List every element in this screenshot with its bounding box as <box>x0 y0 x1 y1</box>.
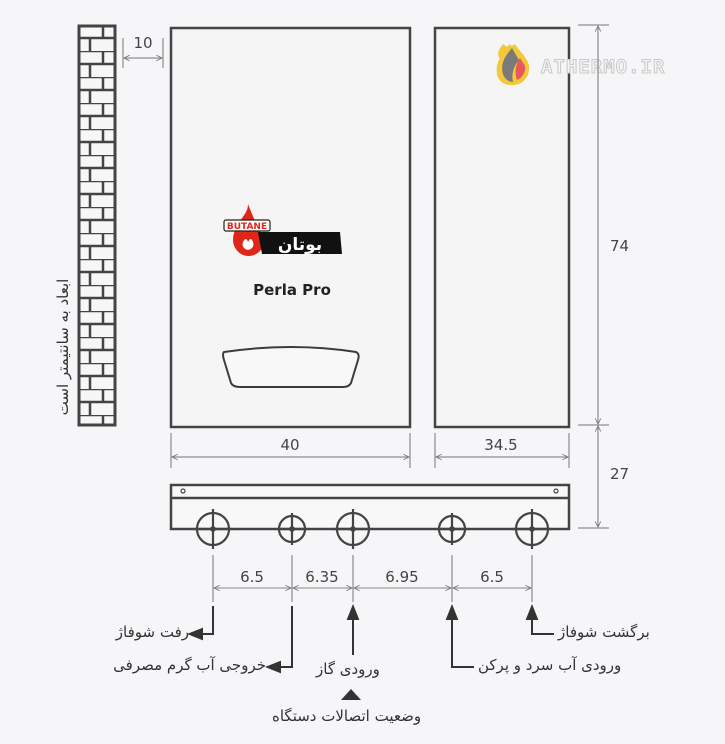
side-depth-value: 34.5 <box>484 436 517 454</box>
control-panel-display <box>222 346 360 388</box>
front-width-dimension: 40 <box>170 433 411 468</box>
mount-hole-icon <box>553 488 559 494</box>
connector-cold-water-icon <box>436 513 468 545</box>
side-depth-dimension: 34.5 <box>434 433 570 468</box>
spacing-value: 6.5 <box>240 568 264 586</box>
leader-hot-water <box>265 606 293 674</box>
brand-logo-persian: بوتان <box>278 235 322 255</box>
spacing-value: 6.35 <box>305 568 338 586</box>
label-hot-water-outlet: خروجی آب گرم مصرفی <box>113 656 266 674</box>
boiler-front-view: BUTANE بوتان Perla Pro <box>169 26 412 429</box>
leader-heating-return <box>525 604 554 635</box>
height-value: 74 <box>610 237 629 255</box>
leader-cold-water <box>445 604 474 668</box>
connector-hot-water-icon <box>276 513 308 545</box>
caption-triangle-icon <box>341 689 361 700</box>
connector-heating-return-icon <box>512 509 552 549</box>
wall-gap-value: 10 <box>133 34 152 52</box>
leader-heating-flow <box>187 606 214 641</box>
label-heating-return: برگشت شوفاژ <box>558 623 650 641</box>
boiler-side-view <box>433 26 571 429</box>
watermark: ATHERMO.IR <box>496 44 665 86</box>
model-name: Perla Pro <box>253 281 331 299</box>
height-dimension: 74 27 <box>578 24 629 529</box>
connector-heating-flow-icon <box>193 509 233 549</box>
connector-gas-icon <box>333 509 373 549</box>
mount-hole-icon <box>180 488 186 494</box>
connector-spacing-dimensions: 6.5 6.35 6.95 6.5 <box>212 555 533 602</box>
watermark-gear-icon <box>498 44 513 58</box>
wall-gap-dimension: 10 <box>122 34 164 68</box>
brand-logo-latin: BUTANE <box>227 222 267 232</box>
mounting-bracket <box>169 483 571 531</box>
label-cold-water-inlet: ورودی آب سرد و پرکن <box>478 656 622 674</box>
spacing-value: 6.95 <box>385 568 418 586</box>
units-note: ابعاد به سانتیمتر است <box>54 278 72 416</box>
caption: وضعیت اتصالات دستگاه <box>272 707 422 725</box>
front-width-value: 40 <box>280 436 299 454</box>
label-heating-flow: رفت شوفاژ <box>115 623 189 641</box>
wall-note: ابعاد به سانتیمتر است <box>48 262 78 432</box>
watermark-text: ATHERMO.IR <box>541 56 665 78</box>
spacing-value: 6.5 <box>480 568 504 586</box>
butane-logo: BUTANE بوتان <box>223 204 342 256</box>
brick-wall <box>77 24 117 427</box>
label-gas-inlet: ورودی گاز <box>316 660 380 678</box>
bracket-height-value: 27 <box>610 465 629 483</box>
